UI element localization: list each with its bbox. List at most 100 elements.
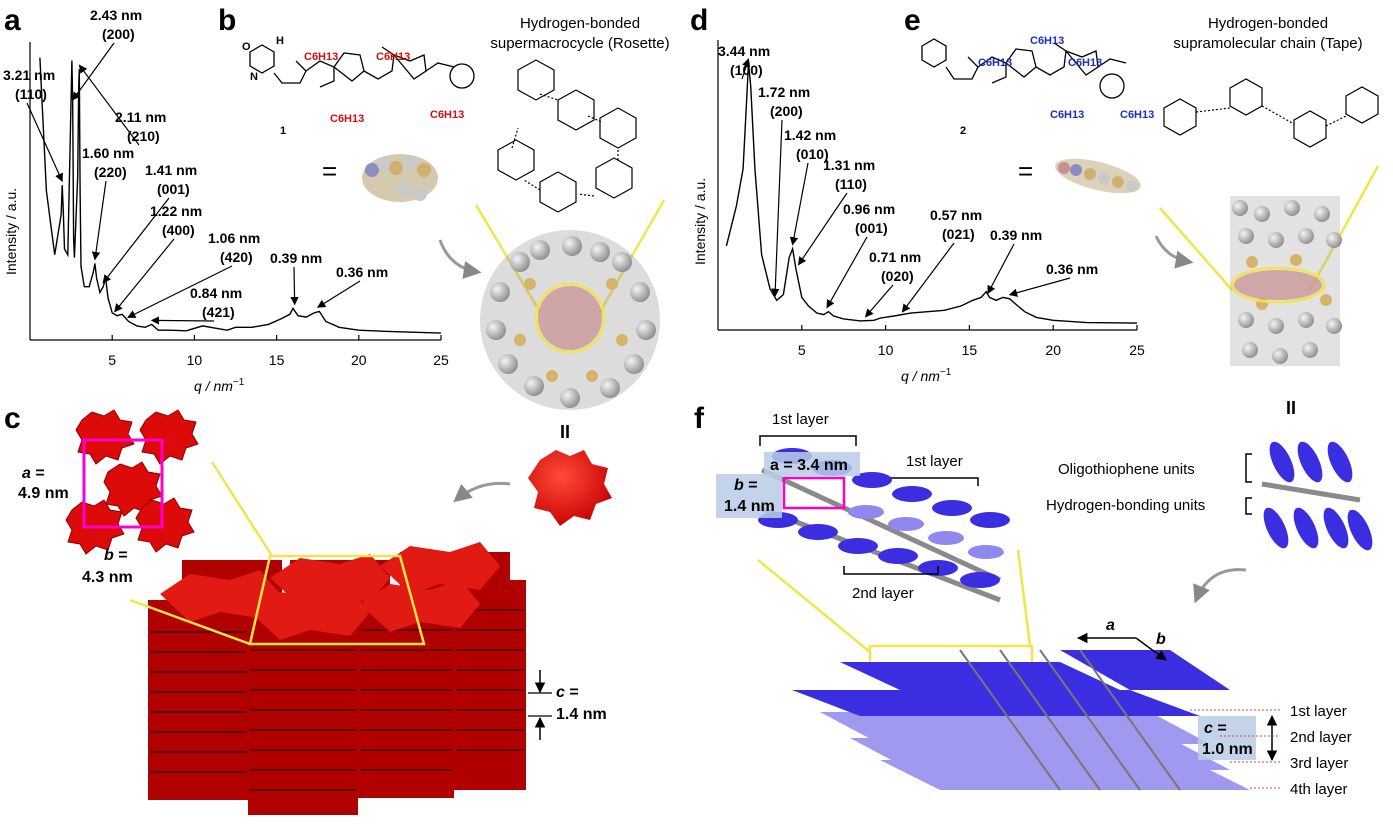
- peak-arrow-a: [114, 238, 175, 313]
- peak-hkl-label-d: (100): [730, 62, 763, 78]
- peak-arrow-a: [127, 265, 233, 319]
- panel-label-d: d: [690, 4, 708, 37]
- lattice-a-c-value: 4.9 nm: [18, 485, 69, 502]
- x-tick-label-d: 5: [798, 342, 806, 358]
- bracket-mid1: [879, 477, 979, 486]
- peak-d-label-a: 0.36 nm: [336, 264, 388, 280]
- peak-d-label-a: 1.06 nm: [208, 230, 260, 246]
- x-axis-label-d: q / nm−1: [901, 367, 952, 384]
- peak-hkl-label-d: (020): [881, 268, 914, 284]
- peak-hkl-label-d: (021): [942, 226, 975, 242]
- peak-annotations-d: 3.44 nm(100)1.72 nm(200)1.42 nm(010)1.31…: [718, 43, 1098, 318]
- peak-d-label-d: 0.39 nm: [990, 227, 1042, 243]
- panel-e-tape: Hydrogen-bonded supramolecular chain (Ta…: [921, 15, 1380, 366]
- unit-cell-box-f: [782, 476, 846, 510]
- peak-hkl-label-a: (400): [162, 222, 195, 238]
- peak-d-label-a: 2.11 nm: [115, 109, 166, 125]
- peak-arrow-d: [771, 119, 783, 298]
- lattice-c-c-value: 1.4 nm: [556, 706, 607, 723]
- x-axis-label-text-a: q / nm: [194, 378, 233, 394]
- curved-arrow-b: [438, 239, 482, 279]
- lattice-b-c: b =: [104, 547, 128, 564]
- x-tick-label-d: 10: [878, 342, 894, 358]
- disk-br: [135, 497, 195, 553]
- x-tick-label-a: 10: [187, 352, 203, 368]
- lattice-c-f: c =: [1204, 720, 1227, 737]
- peak-d-label-d: 1.31 nm: [823, 157, 875, 173]
- peak-arrow-d: [797, 192, 848, 266]
- peak-d-label-a: 1.41 nm: [145, 162, 197, 178]
- panel-b-title-line1: Hydrogen-bonded: [520, 15, 640, 32]
- layered-stack-3d: [792, 649, 1250, 791]
- peak-hkl-label-a: (421): [202, 304, 235, 320]
- x-axis-label-sup-a: −1: [233, 377, 245, 388]
- x-axis-label-a: q / nm−1: [194, 377, 245, 394]
- y-axis-label-d: Intensity / a.u.: [692, 178, 708, 265]
- panel-f-lamellar: 1st layer 1st layer a = 3.4 nm: [716, 398, 1373, 798]
- peak-hkl-label-d: (010): [796, 146, 829, 162]
- c-value-box: [1198, 716, 1256, 760]
- b-value-box: [716, 474, 782, 518]
- layer-label-top: 1st layer: [772, 411, 829, 428]
- peak-arrow-a: [316, 280, 361, 308]
- peak-arrow-a: [150, 316, 215, 325]
- lattice-b-f-eq: =: [744, 477, 758, 494]
- panel-b-title-line2: supermacrocycle (Rosette): [490, 35, 669, 52]
- peak-d-label-a: 2.43 nm: [90, 7, 142, 23]
- rosette-space-filling-model: [480, 230, 660, 410]
- peak-d-label-a: 1.60 nm: [82, 145, 134, 161]
- peak-arrow-d: [826, 236, 868, 309]
- peak-arrow-a: [26, 102, 63, 182]
- peak-d-label-d: 0.71 nm: [869, 249, 921, 265]
- layer-4-label: 4th layer: [1290, 781, 1348, 798]
- zoom-guide-f-right: [1016, 549, 1032, 647]
- lattice-c-f-symbol: c: [1204, 720, 1213, 737]
- panel-e-title-line1: Hydrogen-bonded: [1208, 15, 1328, 32]
- substituent-2e: C6H13: [1120, 109, 1154, 121]
- peak-arrow-a: [102, 197, 170, 284]
- lattice-b-c-value: 4.3 nm: [82, 569, 133, 586]
- x-tick-label-a: 25: [433, 352, 449, 368]
- bracket-mid2: [843, 566, 939, 575]
- lattice-a-f: a = 3.4 nm: [770, 457, 848, 474]
- lamellar-top-view: [758, 448, 1010, 603]
- peak-arrow-d: [987, 243, 1015, 295]
- peak-arrow-a: [72, 42, 115, 101]
- a-value-box: [764, 452, 860, 476]
- molecule-2-structure: [921, 38, 1127, 99]
- disk-tl: [75, 409, 135, 465]
- unit-cell-top-view: [65, 409, 199, 555]
- peak-hkl-label-d: (110): [835, 176, 867, 192]
- substituent-1a: C6H13: [304, 51, 338, 63]
- curved-arrow-f: [1193, 568, 1247, 604]
- disk-center: [103, 461, 163, 517]
- unit-cell-box-c: [82, 438, 164, 529]
- legend-oligothiophene: Oligothiophene units: [1058, 461, 1195, 478]
- equivalence-sign-f: II: [1286, 398, 1296, 418]
- label-H1: H: [276, 35, 284, 47]
- curved-arrow-c: [453, 481, 511, 503]
- lattice-b-f-value: 1.4 nm: [724, 498, 775, 515]
- peak-d-label-d: 0.36 nm: [1046, 261, 1098, 277]
- tape-hbond-scheme: [1163, 78, 1379, 148]
- substituent-1b: C6H13: [376, 51, 410, 63]
- lattice-b-f: b =: [734, 477, 758, 494]
- lattice-c-c: c =: [556, 684, 579, 701]
- peak-d-label-a: 3.21 nm: [3, 67, 55, 83]
- axis-a-label: a: [1106, 617, 1115, 634]
- layer-1-label: 1st layer: [1290, 703, 1347, 720]
- substituent-1d: C6H13: [430, 109, 464, 121]
- peak-d-label-a: 1.22 nm: [150, 203, 202, 219]
- molecule-1-structure: [249, 44, 475, 89]
- disk-tr: [139, 409, 199, 465]
- x-tick-label-d: 25: [1129, 342, 1145, 358]
- panel-b-rosette: Hydrogen-bonded supermacrocycle (Rosette…: [242, 15, 670, 410]
- unit-cell-outline-3d: [248, 554, 426, 646]
- layer-label-mid2: 2nd layer: [852, 585, 914, 602]
- axis-b-label: b: [1156, 631, 1166, 648]
- panel-c-columnar: a = 4.9 nm b = 4.3 nm II: [18, 409, 612, 815]
- single-disk: [528, 450, 612, 526]
- zoom-guide-c-top: [210, 461, 274, 557]
